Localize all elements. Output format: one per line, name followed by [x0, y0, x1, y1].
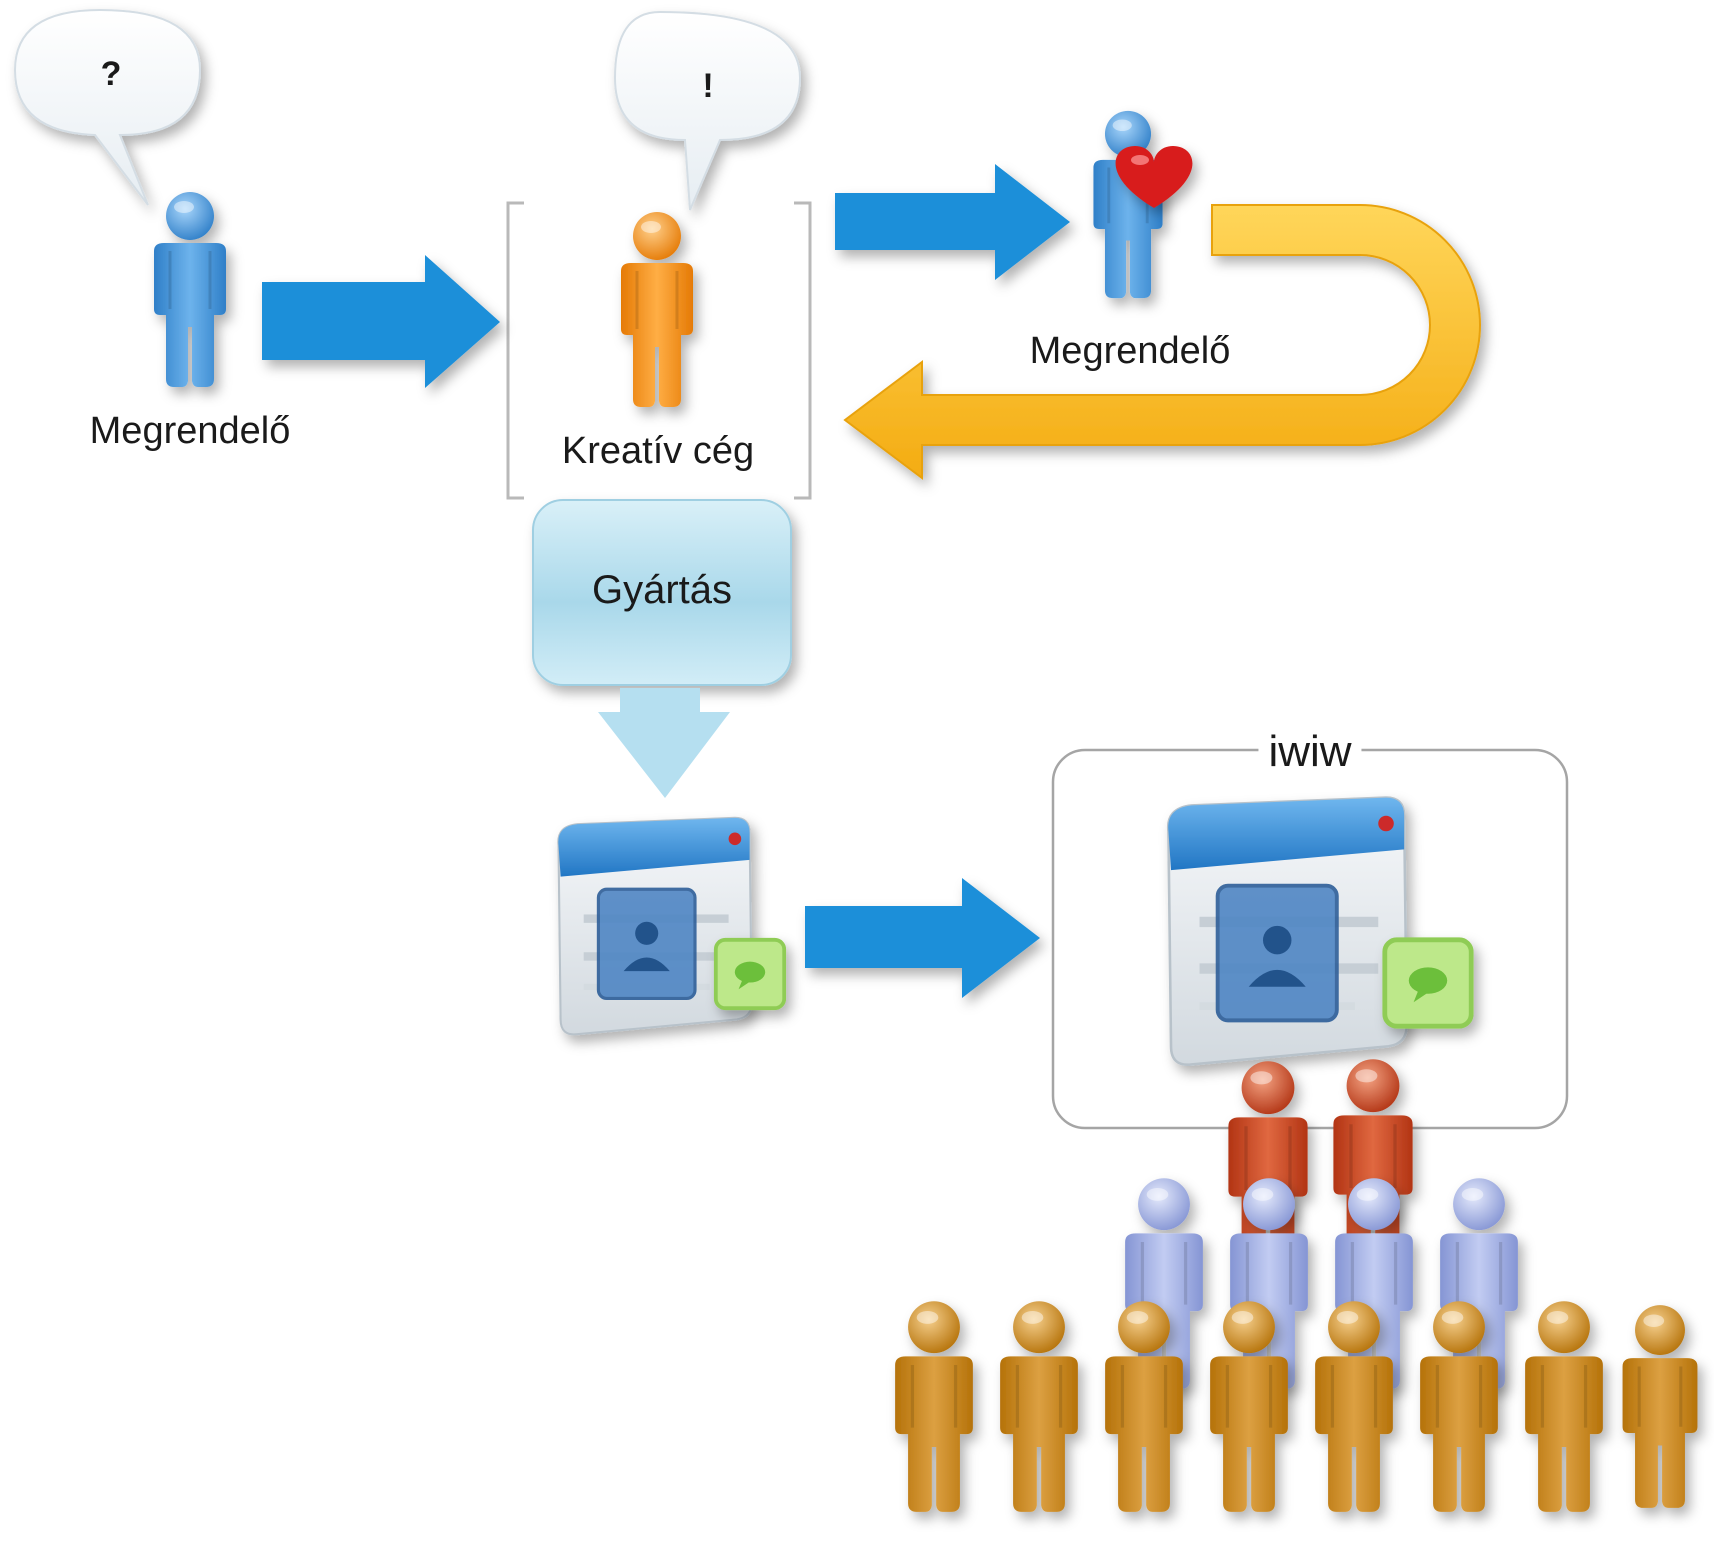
arrow-right-icon: [262, 255, 500, 388]
bubble-exclamation-text: !: [702, 67, 714, 105]
person-icon: [619, 210, 695, 409]
production-box: [532, 499, 792, 686]
agency-bracket: [506, 201, 812, 500]
speech-bubble-icon: [13, 8, 202, 206]
feedback-arrow-icon: [843, 204, 1481, 481]
chat-icon: [713, 937, 787, 1011]
client-happy-label: Megrendelő: [1029, 330, 1231, 372]
agency-label: Kreatív cég: [561, 430, 755, 472]
client-start-label: Megrendelő: [89, 410, 291, 452]
arrow-right-icon: [805, 878, 1040, 998]
bubble-question-text: ?: [100, 55, 122, 93]
platform-label: iwiw: [1258, 727, 1362, 777]
speech-bubble-icon: [613, 10, 802, 211]
audience-crowd: [895, 1057, 1697, 1512]
heart-icon: [1115, 146, 1193, 208]
browser-window-icon: [1166, 795, 1409, 1067]
person-icon: [152, 190, 228, 389]
chat-icon: [1385, 940, 1471, 1026]
production-label: Gyártás: [591, 568, 733, 612]
person-icon: [895, 1301, 1697, 1512]
arrow-down-icon: [598, 688, 730, 798]
arrow-right-icon: [835, 164, 1070, 280]
